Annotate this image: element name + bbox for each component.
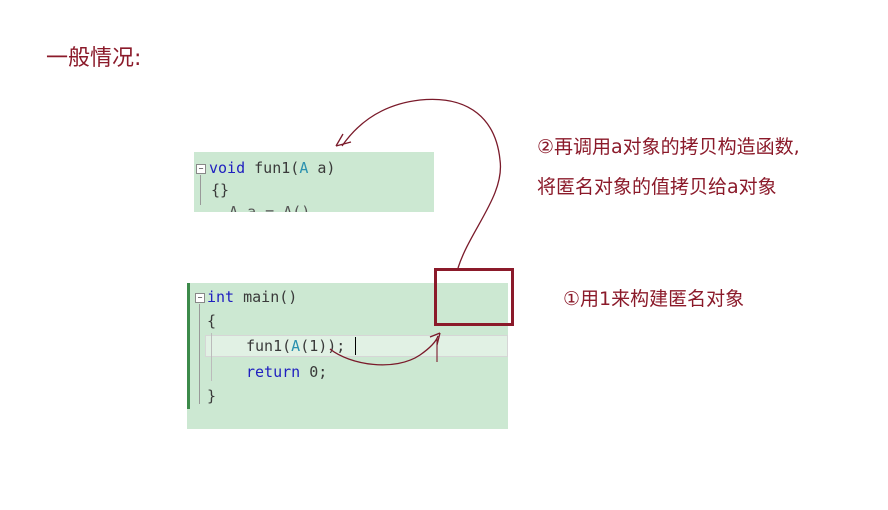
parameter: a) bbox=[308, 159, 336, 177]
annotation-step1: ①用1来构建匿名对象 bbox=[563, 288, 745, 310]
return-value: 0; bbox=[300, 363, 328, 381]
indent-guide bbox=[211, 333, 212, 381]
code-line-signature: void fun1(A a) bbox=[209, 158, 335, 178]
type-name: A bbox=[299, 159, 309, 177]
keyword-int: int bbox=[207, 288, 235, 306]
code-line-open-brace: { bbox=[207, 312, 217, 330]
collapse-icon[interactable]: − bbox=[196, 164, 206, 174]
code-snippet-fun1: − void fun1(A a) {} A a = A() bbox=[194, 152, 434, 212]
construct-arrow bbox=[329, 335, 439, 366]
code-line-close-brace: } bbox=[207, 387, 217, 405]
type-name: A bbox=[291, 337, 301, 355]
code-snippet-main: − int main() { fun1(A(1)); return 0; } bbox=[187, 283, 508, 429]
copy-constructor-arrow bbox=[341, 98, 502, 269]
code-line-return: return 0; bbox=[246, 362, 327, 382]
annotation-step2-line1: ②再调用a对象的拷贝构造函数, bbox=[537, 136, 800, 158]
call-name: fun1( bbox=[246, 337, 292, 355]
collapse-icon[interactable]: − bbox=[195, 293, 205, 303]
construct-arrowhead bbox=[429, 332, 441, 346]
keyword-void: void bbox=[209, 159, 246, 177]
call-args: (1)); bbox=[300, 337, 346, 355]
highlight-box bbox=[434, 268, 514, 326]
current-line-highlight bbox=[205, 335, 508, 357]
annotation-step2-line2: 将匿名对象的值拷贝给a对象 bbox=[537, 176, 777, 198]
code-line-call: fun1(A(1)); bbox=[246, 336, 345, 356]
fold-guide-line bbox=[199, 304, 200, 404]
code-line-main-signature: int main() bbox=[207, 287, 297, 307]
code-line-partial: A a = A() bbox=[211, 203, 311, 212]
code-line-body: {} bbox=[211, 181, 230, 199]
copy-constructor-arrowhead bbox=[335, 133, 352, 147]
keyword-return: return bbox=[246, 363, 301, 381]
change-gutter bbox=[187, 283, 190, 409]
text-cursor bbox=[355, 337, 356, 355]
function-name: fun1( bbox=[245, 159, 300, 177]
function-name: main() bbox=[234, 288, 298, 306]
fold-guide-line bbox=[200, 175, 201, 205]
page-title: 一般情况: bbox=[46, 46, 142, 71]
